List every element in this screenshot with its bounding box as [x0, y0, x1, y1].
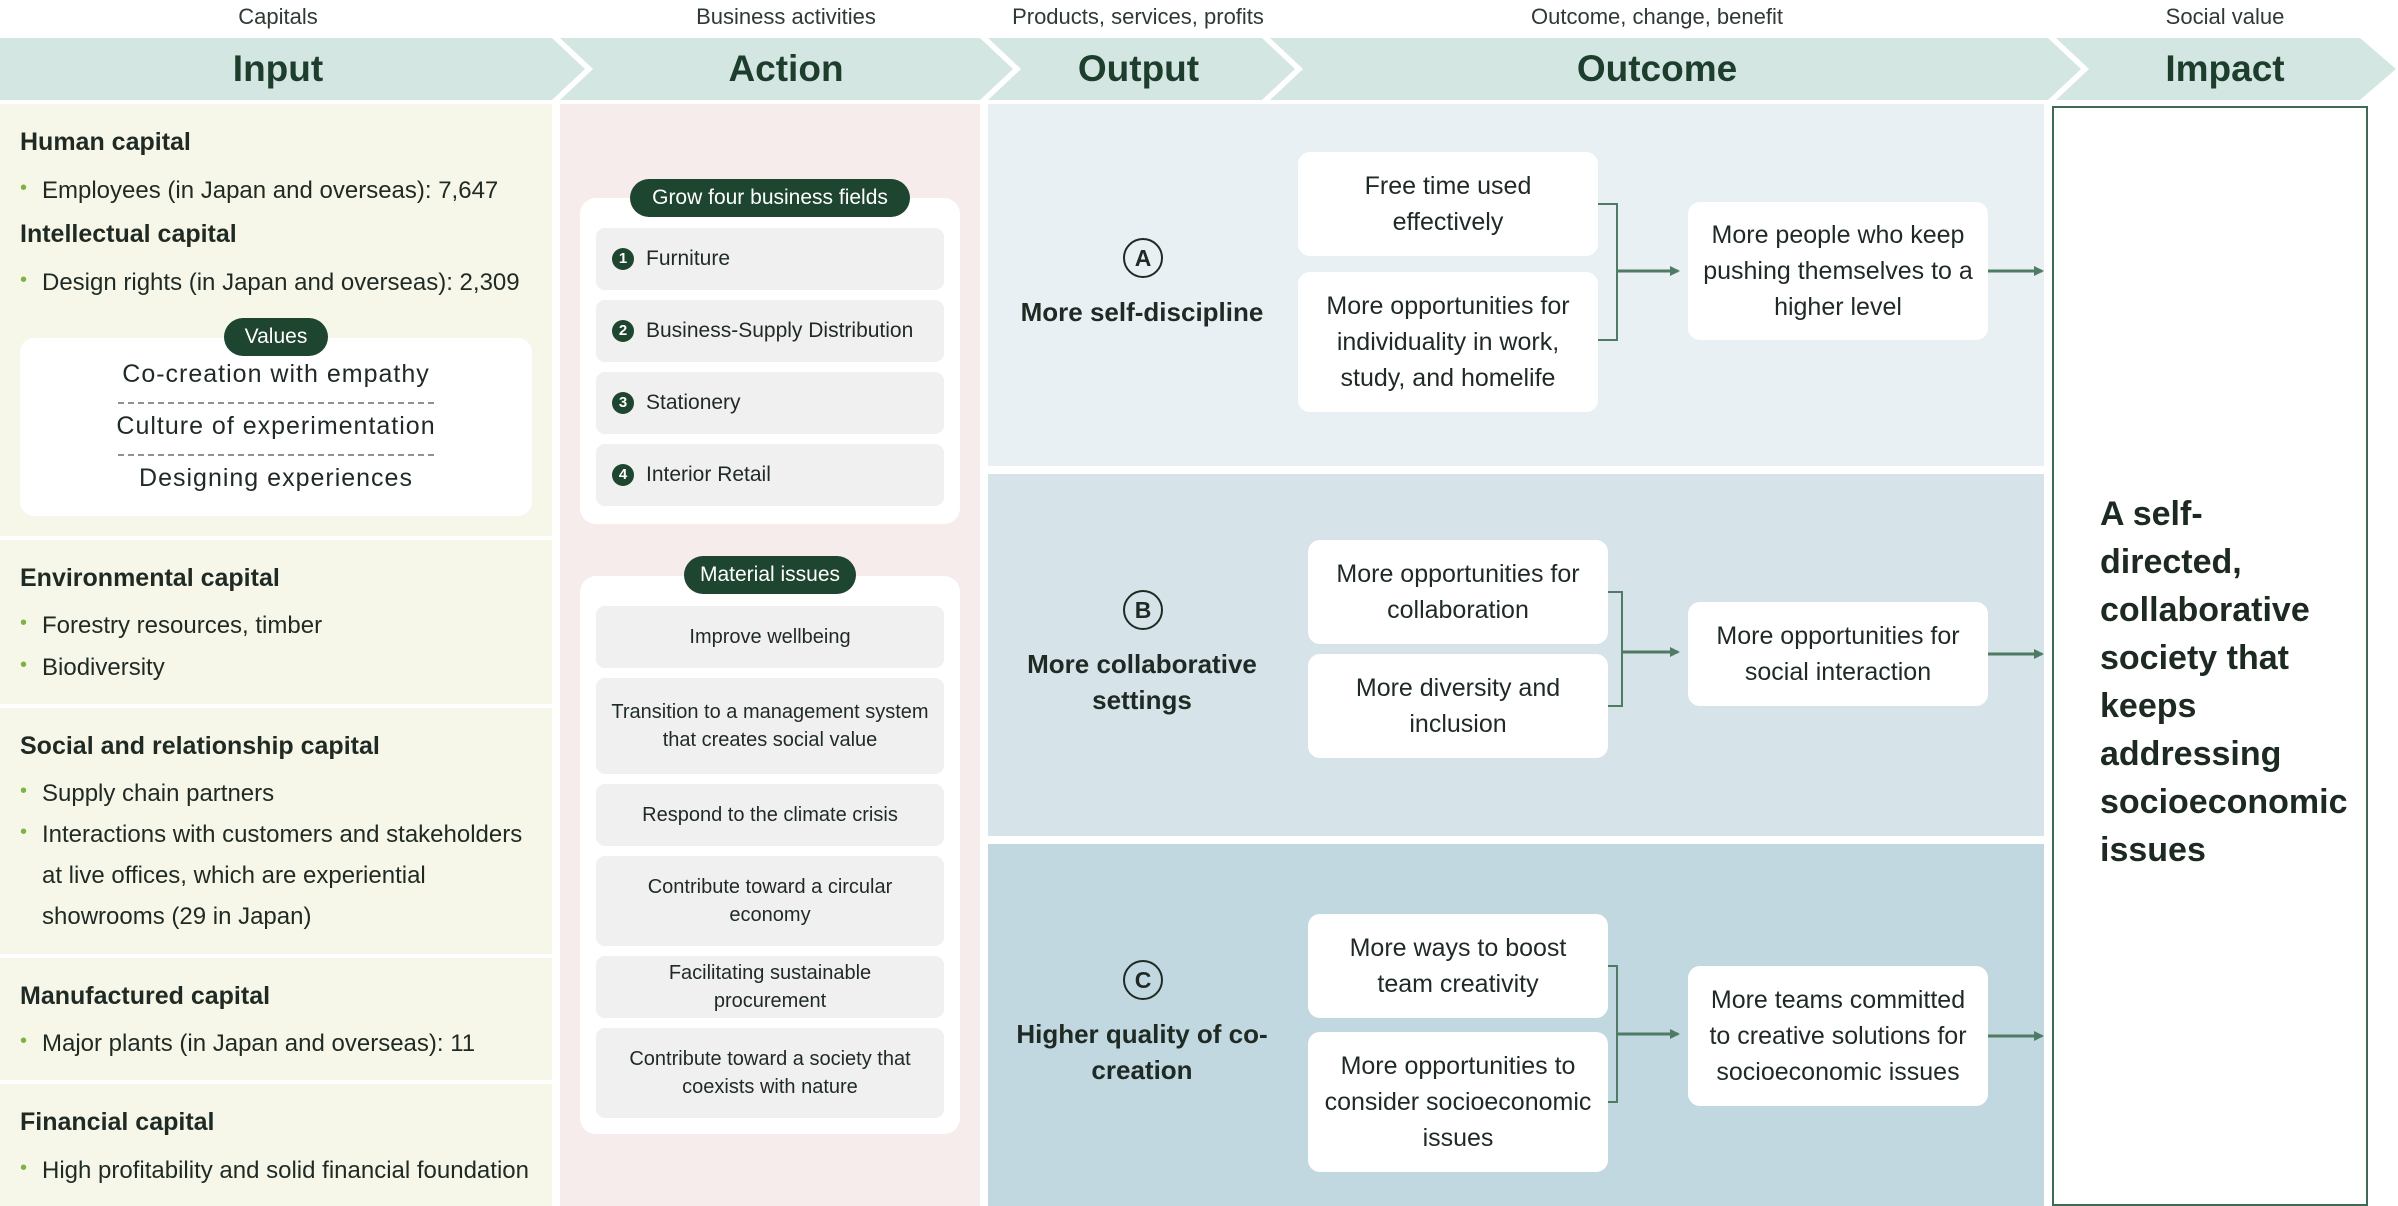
output-collaborative-settings: More collaborative settings	[1027, 649, 1257, 715]
value-experimentation: Culture of experimentation	[116, 412, 436, 440]
letter-b-icon: B	[1123, 590, 1163, 630]
chevron-output	[988, 38, 1295, 100]
output-co-creation: Higher quality of co-creation	[1016, 1019, 1268, 1085]
material-issue-circular: Contribute toward a circular economy	[596, 856, 944, 946]
impact-statement: A self-directed, collaborative society t…	[2100, 495, 2348, 869]
result-social-interaction: More opportunities for social interactio…	[1688, 602, 1988, 706]
caption-outcome: Outcome, change, benefit	[1531, 4, 1783, 29]
letter-c-icon: C	[1123, 960, 1163, 1000]
manufactured-capital-title: Manufactured capital	[20, 982, 271, 1010]
value-divider	[118, 454, 434, 456]
outcome-free-time: Free time used effectively	[1298, 152, 1598, 256]
social-capital-item: •Supply chain partners	[20, 773, 540, 814]
number-3-icon: 3	[612, 392, 634, 414]
outcome-individuality: More opportunities for individuality in …	[1298, 272, 1598, 412]
stage-output: Output	[1077, 48, 1200, 89]
value-co-creation: Co-creation with empathy	[122, 360, 430, 388]
stage-input: Input	[232, 48, 324, 89]
number-1-icon: 1	[612, 248, 634, 270]
material-issue-nature: Contribute toward a society that coexist…	[596, 1028, 944, 1118]
result-creative-teams: More teams committed to creative solutio…	[1688, 966, 1988, 1106]
outcome-collaboration: More opportunities for collaboration	[1308, 540, 1608, 644]
stage-action: Action	[728, 48, 844, 89]
social-capital-title: Social and relationship capital	[20, 732, 380, 760]
bullet-icon: •	[20, 654, 28, 676]
output-self-discipline: More self-discipline	[1020, 297, 1264, 327]
chevron-input	[0, 38, 585, 100]
material-issues-pill: Material issues	[684, 556, 856, 594]
chevron-impact	[2056, 38, 2396, 100]
values-box: Co-creation with empathy Culture of expe…	[20, 338, 532, 516]
outcome-socioeconomic: More opportunities to consider socioecon…	[1308, 1032, 1608, 1172]
financial-capital-item: •High profitability and solid financial …	[20, 1150, 550, 1191]
bullet-icon: •	[20, 1157, 28, 1179]
input-divider-4	[0, 1080, 552, 1084]
value-experiences: Designing experiences	[139, 464, 413, 492]
caption-capitals: Capitals	[238, 4, 318, 29]
business-fields-pill: Grow four business fields	[630, 179, 910, 217]
intellectual-capital-item: •Design rights (in Japan and overseas): …	[20, 262, 540, 303]
bullet-icon: •	[20, 1030, 28, 1052]
input-divider-2	[0, 704, 552, 708]
stage-chevrons	[0, 38, 2396, 100]
caption-social-value: Social value	[2165, 4, 2285, 29]
environmental-capital-item: •Forestry resources, timber	[20, 605, 540, 646]
bullet-icon: •	[20, 269, 28, 291]
outcome-diversity: More diversity and inclusion	[1308, 654, 1608, 758]
impact-box	[2052, 106, 2368, 1206]
number-2-icon: 2	[612, 320, 634, 342]
financial-capital-title: Financial capital	[20, 1108, 215, 1136]
bullet-icon: •	[20, 821, 28, 843]
letter-a-icon: A	[1123, 238, 1163, 278]
number-4-icon: 4	[612, 464, 634, 486]
chevron-action	[560, 38, 1013, 100]
caption-products: Products, services, profits	[1012, 4, 1264, 29]
material-issue-climate: Respond to the climate crisis	[596, 784, 944, 846]
input-column	[0, 104, 552, 1206]
bullet-icon: •	[20, 780, 28, 802]
bullet-icon: •	[20, 177, 28, 199]
value-divider	[118, 402, 434, 404]
values-pill: Values	[224, 318, 328, 356]
stage-impact: Impact	[2165, 48, 2285, 89]
caption-business-activities: Business activities	[696, 4, 876, 29]
material-issue-management: Transition to a management system that c…	[596, 678, 944, 774]
social-capital-item: •Interactions with customers and stakeho…	[20, 814, 540, 937]
environmental-capital-title: Environmental capital	[20, 564, 280, 592]
bullet-icon: •	[20, 612, 28, 634]
material-issue-procurement: Facilitating sustainable procurement	[596, 956, 944, 1018]
outcome-team-creativity: More ways to boost team creativity	[1308, 914, 1608, 1018]
human-capital-title: Human capital	[20, 128, 191, 156]
material-issue-wellbeing: Improve wellbeing	[596, 606, 944, 668]
input-divider-1	[0, 536, 552, 540]
stage-outcome: Outcome	[1576, 48, 1738, 89]
result-self-discipline: More people who keep pushing themselves …	[1688, 202, 1988, 340]
input-divider-3	[0, 954, 552, 958]
manufactured-capital-item: •Major plants (in Japan and overseas): 1…	[20, 1023, 540, 1064]
human-capital-item: •Employees (in Japan and overseas): 7,64…	[20, 170, 540, 211]
environmental-capital-item: •Biodiversity	[20, 647, 540, 688]
intellectual-capital-title: Intellectual capital	[20, 220, 237, 248]
chevron-outcome	[1270, 38, 2081, 100]
